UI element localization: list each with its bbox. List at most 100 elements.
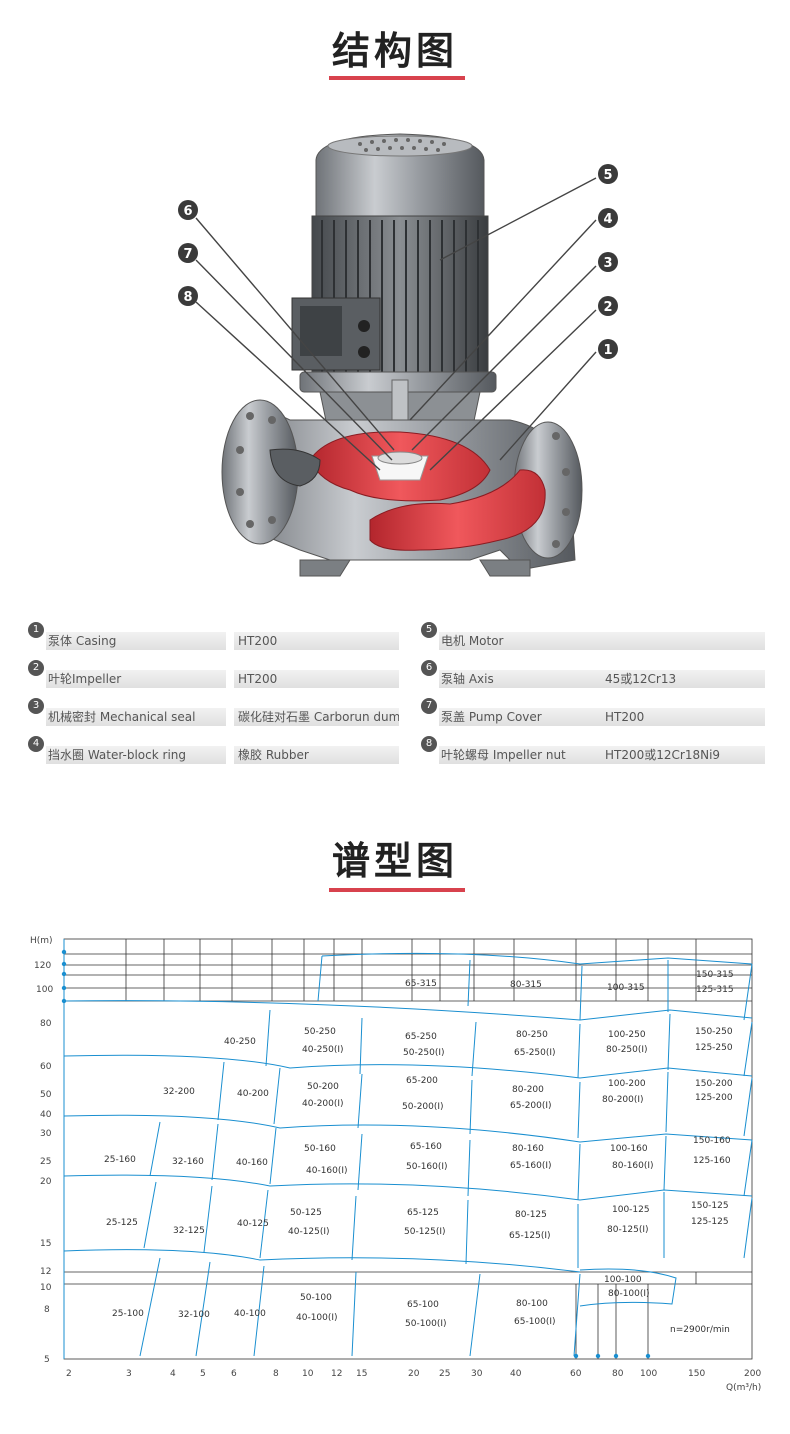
model-label: 40-250(I) bbox=[302, 1045, 344, 1055]
callout-6: 6 bbox=[178, 200, 198, 220]
part-number: 6 bbox=[421, 660, 437, 676]
motor bbox=[291, 133, 497, 393]
part-material: 橡胶 Rubber bbox=[234, 746, 399, 764]
svg-text:7: 7 bbox=[183, 247, 192, 262]
part-name: 叶轮Impeller bbox=[46, 670, 226, 688]
x-tick: 40 bbox=[510, 1369, 522, 1379]
x-tick: 5 bbox=[200, 1369, 206, 1379]
model-label: 65-160 bbox=[410, 1142, 442, 1152]
model-label: 80-125(I) bbox=[607, 1225, 649, 1235]
y-tick: 120 bbox=[34, 961, 51, 971]
model-label: 65-100(I) bbox=[514, 1317, 556, 1327]
pump-structure-illustration: 6 7 8 5 4 3 2 1 bbox=[178, 133, 618, 577]
model-label: 80-200(I) bbox=[602, 1095, 644, 1105]
y-axis: H(m) 120 100 80 60 50 40 30 25 20 15 12 … bbox=[30, 936, 53, 1365]
model-label: 50-200 bbox=[307, 1082, 339, 1092]
spectrum-title-underline bbox=[329, 888, 465, 892]
model-label: 40-160(I) bbox=[306, 1166, 348, 1176]
model-label: 80-200 bbox=[512, 1085, 544, 1095]
x-tick: 15 bbox=[356, 1369, 367, 1379]
model-label: 100-200 bbox=[608, 1079, 646, 1089]
x-tick: 6 bbox=[231, 1369, 237, 1379]
model-label: 80-250(I) bbox=[606, 1045, 648, 1055]
part-number: 7 bbox=[421, 698, 437, 714]
callout-1: 1 bbox=[598, 339, 618, 359]
model-label: 40-125(I) bbox=[288, 1227, 330, 1237]
structure-title: 结构图 bbox=[331, 29, 458, 73]
spectrum-chart: H(m) 120 100 80 60 50 40 30 25 20 15 12 … bbox=[30, 936, 761, 1393]
model-label: 25-100 bbox=[112, 1309, 144, 1319]
x-tick: 80 bbox=[612, 1369, 624, 1379]
model-label: 40-125 bbox=[237, 1219, 269, 1229]
model-label: 150-250 bbox=[695, 1027, 733, 1037]
y-tick: 8 bbox=[44, 1305, 50, 1315]
model-label: 50-250(I) bbox=[403, 1048, 445, 1058]
model-label: 100-315 bbox=[607, 983, 645, 993]
part-name: 叶轮螺母 Impeller nut bbox=[439, 746, 615, 764]
x-tick: 10 bbox=[302, 1369, 314, 1379]
model-label: 100-250 bbox=[608, 1030, 646, 1040]
part-material: HT200 bbox=[601, 708, 765, 726]
part-material: HT200 bbox=[234, 670, 399, 688]
model-label: 150-315 bbox=[696, 970, 734, 980]
x-tick: 30 bbox=[471, 1369, 483, 1379]
model-label: 65-200 bbox=[406, 1076, 438, 1086]
model-label: 40-250 bbox=[224, 1037, 256, 1047]
part-row-4: 4 挡水圈 Water-block ring 橡胶 Rubber bbox=[28, 736, 399, 770]
y-tick: 60 bbox=[40, 1062, 52, 1072]
y-tick: 12 bbox=[40, 1267, 51, 1277]
model-label: 50-125(I) bbox=[404, 1227, 446, 1237]
model-label: 40-100 bbox=[234, 1309, 266, 1319]
callout-7: 7 bbox=[178, 243, 198, 263]
x-tick: 3 bbox=[126, 1369, 132, 1379]
model-label: 65-200(I) bbox=[510, 1101, 552, 1111]
model-label: 150-125 bbox=[691, 1201, 729, 1211]
model-label: 125-315 bbox=[696, 985, 734, 995]
svg-text:2: 2 bbox=[603, 300, 612, 315]
part-number: 1 bbox=[28, 622, 44, 638]
model-label: 32-200 bbox=[163, 1087, 195, 1097]
part-material bbox=[601, 632, 765, 650]
part-number: 3 bbox=[28, 698, 44, 714]
x-tick: 2 bbox=[66, 1369, 72, 1379]
model-label: 125-125 bbox=[691, 1217, 729, 1227]
callout-3: 3 bbox=[598, 252, 618, 272]
model-label: 25-125 bbox=[106, 1218, 138, 1228]
part-name: 挡水圈 Water-block ring bbox=[46, 746, 226, 764]
performance-curves bbox=[63, 939, 753, 1359]
x-tick: 200 bbox=[744, 1369, 761, 1379]
model-label: 25-160 bbox=[104, 1155, 136, 1165]
model-label: 80-160(I) bbox=[612, 1161, 654, 1171]
model-label: 40-100(I) bbox=[296, 1313, 338, 1323]
model-label: 32-100 bbox=[178, 1310, 210, 1320]
y-tick: 5 bbox=[44, 1355, 50, 1365]
y-tick: 10 bbox=[40, 1283, 52, 1293]
x-tick: 100 bbox=[640, 1369, 657, 1379]
model-label: 50-100(I) bbox=[405, 1319, 447, 1329]
model-label: 65-100 bbox=[407, 1300, 439, 1310]
model-label: 40-200 bbox=[237, 1089, 269, 1099]
part-material: HT200 bbox=[234, 632, 399, 650]
part-row-8: 8 叶轮螺母 Impeller nut HT200或12Cr18Ni9 bbox=[421, 736, 766, 770]
model-label: 80-250 bbox=[516, 1030, 548, 1040]
callout-8: 8 bbox=[178, 286, 198, 306]
x-tick: 20 bbox=[408, 1369, 420, 1379]
callout-5: 5 bbox=[598, 164, 618, 184]
model-label: 125-200 bbox=[695, 1093, 733, 1103]
part-row-5: 5 电机 Motor bbox=[421, 622, 766, 656]
callout-markers: 6 7 8 5 4 3 2 1 bbox=[178, 164, 618, 359]
x-tick: 25 bbox=[439, 1369, 450, 1379]
x-tick: 12 bbox=[331, 1369, 342, 1379]
part-material: 碳化硅对石墨 Carborun dum bbox=[234, 708, 399, 726]
callout-leaders bbox=[195, 177, 597, 471]
svg-text:5: 5 bbox=[603, 168, 612, 183]
y-tick: 25 bbox=[40, 1157, 51, 1167]
model-labels: 65-315 80-315 100-315 150-315 125-315 40… bbox=[104, 970, 734, 1329]
model-label: 100-125 bbox=[612, 1205, 650, 1215]
model-label: 65-250 bbox=[405, 1032, 437, 1042]
y-tick: 15 bbox=[40, 1239, 51, 1249]
model-label: 80-100 bbox=[516, 1299, 548, 1309]
model-label: 150-160 bbox=[693, 1136, 731, 1146]
model-label: 32-125 bbox=[173, 1226, 205, 1236]
y-axis-label: H(m) bbox=[30, 936, 53, 946]
